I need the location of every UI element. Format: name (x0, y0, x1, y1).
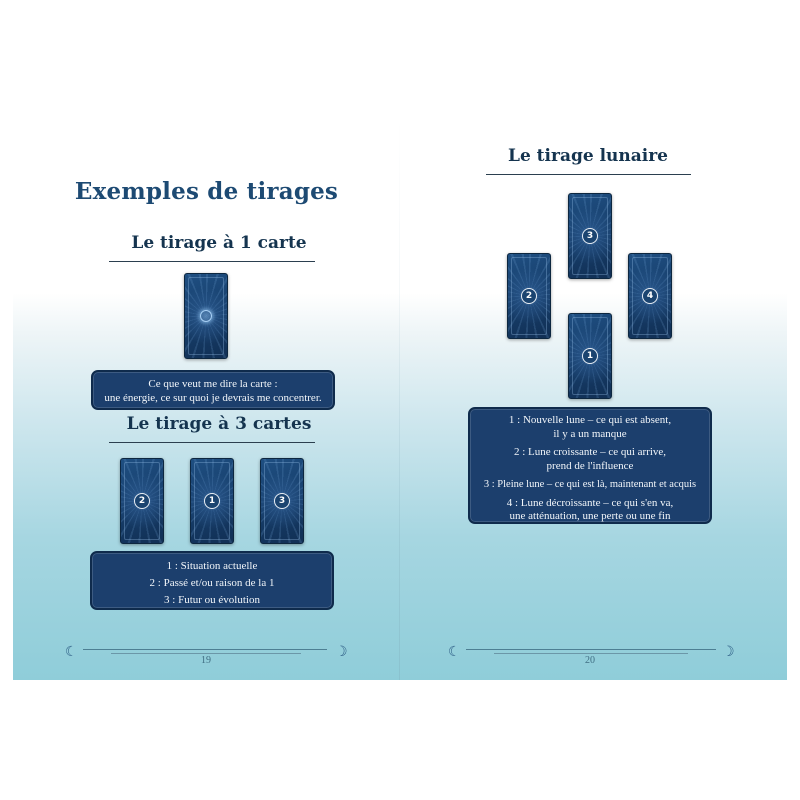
tarot-card-single (184, 273, 228, 359)
tarot-card: 1 (568, 313, 612, 399)
card-number: 1 (204, 493, 220, 509)
info-box-three-cards: 1 : Situation actuelle 2 : Passé et/ou r… (90, 551, 334, 610)
section-title-one-card: Le tirage à 1 carte (131, 233, 307, 253)
card-number: 3 (274, 493, 290, 509)
section-title-three-cards: Le tirage à 3 cartes (126, 414, 312, 434)
card-number: 3 (582, 228, 598, 244)
crescent-moon-icon: ☽ (335, 644, 348, 660)
tarot-card: 2 (507, 253, 551, 339)
card-number: 4 (642, 288, 658, 304)
tarot-card: 3 (568, 193, 612, 279)
footer-rule (111, 653, 301, 654)
tarot-card: 2 (120, 458, 164, 544)
box-line: 1 : Situation actuelle (166, 560, 258, 572)
crescent-moon-icon: ☽ (722, 644, 735, 660)
info-box-lunar: 1 : Nouvelle lune – ce qui est absent, i… (468, 407, 712, 524)
card-emblem-icon (200, 310, 212, 322)
box-line: prend de l'influence (546, 459, 634, 472)
box-line: 2 : Lune croissante – ce qui arrive, (513, 446, 667, 458)
tarot-card: 4 (628, 253, 672, 339)
box-line: Ce que veut me dire la carte : (148, 378, 278, 390)
footer-rule (466, 649, 716, 650)
box-line: 1 : Nouvelle lune – ce qui est absent, (508, 414, 672, 426)
info-box-one-card: Ce que veut me dire la carte : une énerg… (91, 370, 335, 410)
card-number: 1 (582, 348, 598, 364)
card-number: 2 (521, 288, 537, 304)
right-page: Le tirage lunaire 3 2 4 1 1 : Nouvelle l… (400, 118, 787, 680)
crescent-moon-icon: ☾ (65, 644, 78, 660)
book-spread: Exemples de tirages Le tirage à 1 carte … (13, 118, 787, 680)
footer-rule (494, 653, 688, 654)
box-line: une énergie, ce sur quoi je devrais me c… (104, 391, 322, 404)
tarot-card: 3 (260, 458, 304, 544)
section-rule (486, 174, 691, 175)
page-title: Exemples de tirages (74, 178, 339, 205)
box-line: 4 : Lune décroissante – ce qui s'en va, (506, 496, 674, 509)
page-number: 20 (585, 655, 595, 666)
box-line: 3 : Pleine lune – ce qui est là, mainten… (483, 479, 697, 490)
page-title-lunar: Le tirage lunaire (507, 146, 668, 166)
section-rule (109, 442, 315, 443)
box-line: il y a un manque (553, 427, 627, 440)
crescent-moon-icon: ☾ (448, 644, 461, 660)
page-number: 19 (201, 655, 211, 666)
box-line: 2 : Passé et/ou raison de la 1 (149, 577, 275, 589)
card-number: 2 (134, 493, 150, 509)
left-page: Exemples de tirages Le tirage à 1 carte … (13, 118, 400, 680)
tarot-card: 1 (190, 458, 234, 544)
footer-rule (83, 649, 327, 650)
section-rule (109, 261, 315, 262)
box-line: 3 : Futur ou évolution (164, 594, 260, 606)
box-line: une atténuation, une perte ou une fin (509, 510, 671, 522)
